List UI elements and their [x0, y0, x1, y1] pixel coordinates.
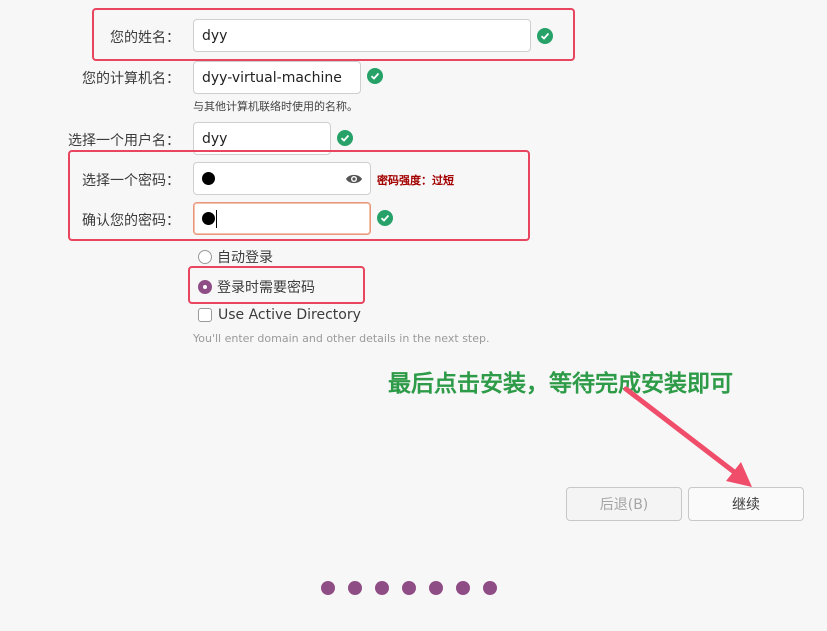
auto-login-label: 自动登录: [217, 250, 273, 266]
password-mask-dot: [202, 172, 215, 185]
confirm-password-input[interactable]: [193, 202, 371, 235]
name-valid-check-icon: [537, 28, 553, 44]
password-input[interactable]: [193, 162, 371, 195]
confirm-password-label: 确认您的密码：: [82, 213, 180, 229]
confirm-password-mask-dot: [202, 212, 215, 225]
progress-dot: [483, 581, 497, 595]
auto-login-option[interactable]: 自动登录: [198, 247, 273, 267]
progress-indicator: [321, 581, 497, 595]
username-label: 选择一个用户名：: [68, 133, 180, 149]
username-input[interactable]: dyy: [193, 122, 331, 155]
require-password-radio[interactable]: [198, 280, 212, 294]
continue-button[interactable]: 继续: [688, 487, 804, 521]
progress-dot: [375, 581, 389, 595]
active-directory-hint: You'll enter domain and other details in…: [193, 332, 490, 345]
name-label: 您的姓名：: [110, 30, 180, 46]
show-password-eye-icon[interactable]: [345, 171, 363, 190]
progress-dot: [429, 581, 443, 595]
highlight-box-name: [92, 8, 575, 61]
active-directory-option[interactable]: Use Active Directory: [198, 307, 361, 323]
progress-dot: [402, 581, 416, 595]
active-directory-checkbox[interactable]: [198, 308, 212, 322]
username-valid-check-icon: [337, 130, 353, 146]
text-cursor: [216, 209, 217, 228]
highlight-box-password: [68, 150, 530, 241]
progress-dot: [321, 581, 335, 595]
highlight-box-require-password: [188, 266, 365, 304]
password-strength-text: 密码强度：过短: [377, 174, 454, 187]
require-password-option[interactable]: 登录时需要密码: [198, 277, 315, 297]
password-label: 选择一个密码：: [82, 173, 180, 189]
name-input[interactable]: dyy: [193, 19, 531, 52]
computer-name-input[interactable]: dyy-virtual-machine: [193, 61, 361, 94]
active-directory-label: Use Active Directory: [218, 307, 361, 323]
auto-login-radio[interactable]: [198, 250, 212, 264]
computer-name-valid-check-icon: [367, 68, 383, 84]
require-password-label: 登录时需要密码: [217, 280, 315, 296]
annotation-text: 最后点击安装，等待完成安装即可: [388, 370, 733, 397]
back-button[interactable]: 后退(B): [566, 487, 682, 521]
progress-dot: [348, 581, 362, 595]
computer-name-hint: 与其他计算机联络时使用的名称。: [193, 100, 358, 113]
progress-dot: [456, 581, 470, 595]
computer-name-label: 您的计算机名：: [82, 71, 180, 87]
annotation-arrow: [623, 386, 752, 487]
confirm-password-valid-check-icon: [377, 210, 393, 226]
